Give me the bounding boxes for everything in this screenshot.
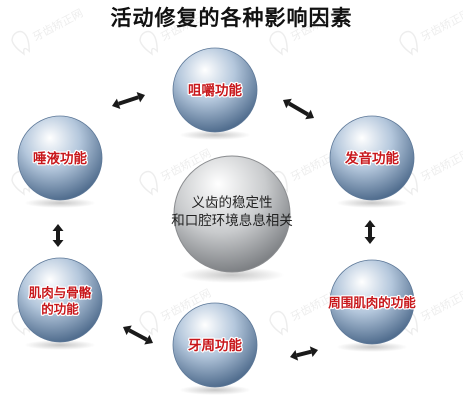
node-sphere: [17, 257, 103, 343]
tooth-logo-icon: [139, 170, 159, 196]
center-label-line-2: 和口腔环境息息相关: [171, 212, 293, 229]
node-perioral-muscle: 周围肌肉的功能: [327, 259, 417, 352]
node-chewing: 咀嚼功能: [172, 47, 258, 140]
node-label: 周围肌肉的功能: [328, 295, 416, 310]
arrow-layer: [52, 91, 376, 361]
watermark-text: 牙齿矫正网: [419, 7, 463, 44]
watermark: 牙齿矫正网: [399, 7, 463, 56]
page-title: 活动修复的各种影响因素: [110, 5, 353, 30]
tooth-logo-icon: [399, 30, 419, 56]
center-node: 义齿的稳定性 和口腔环境息息相关: [171, 155, 293, 283]
tooth-logo-icon: [139, 30, 159, 56]
tooth-logo-icon: [11, 30, 31, 56]
node-sphere: [17, 115, 103, 201]
tooth-logo-icon: [269, 30, 289, 56]
watermark-text: 牙齿矫正网: [31, 7, 86, 44]
node-sphere: [329, 259, 415, 345]
watermark-text: 牙齿矫正网: [289, 7, 344, 44]
node-label: 肌肉与骨骼: [28, 285, 92, 300]
watermark-text: 牙齿矫正网: [419, 147, 463, 184]
arrow-musclebone-saliva: [52, 224, 64, 247]
node-label: 牙周功能: [188, 337, 242, 354]
node-pronunciation: 发音功能: [329, 115, 415, 208]
watermark-text: 牙齿矫正网: [419, 287, 463, 324]
node-saliva: 唾液功能: [17, 115, 103, 208]
node-sphere: [329, 115, 415, 201]
watermark: 牙齿矫正网: [269, 7, 344, 56]
node-label: 唾液功能: [33, 150, 87, 167]
watermark-text: 牙齿矫正网: [159, 7, 214, 44]
node-label: 的功能: [41, 301, 79, 316]
center-label-line-1: 义齿的稳定性: [192, 195, 273, 211]
watermark: 牙齿矫正网: [139, 7, 214, 56]
arrow-saliva-chewing: [112, 91, 145, 110]
watermark: 牙齿矫正网: [11, 7, 86, 56]
node-sphere: [172, 47, 258, 133]
node-label: 发音功能: [344, 150, 399, 167]
tooth-logo-icon: [269, 310, 289, 336]
node-periodontal: 牙周功能: [172, 302, 258, 395]
tooth-logo-icon: [139, 310, 159, 336]
arrow-chewing-pronunciation: [283, 98, 314, 120]
arrow-periodontal-musclebone: [123, 325, 153, 345]
node-sphere: [172, 302, 258, 388]
node-label: 咀嚼功能: [188, 82, 242, 99]
arrow-pronunciation-perioral: [364, 220, 376, 244]
arrow-perioral-periodontal: [290, 346, 318, 361]
